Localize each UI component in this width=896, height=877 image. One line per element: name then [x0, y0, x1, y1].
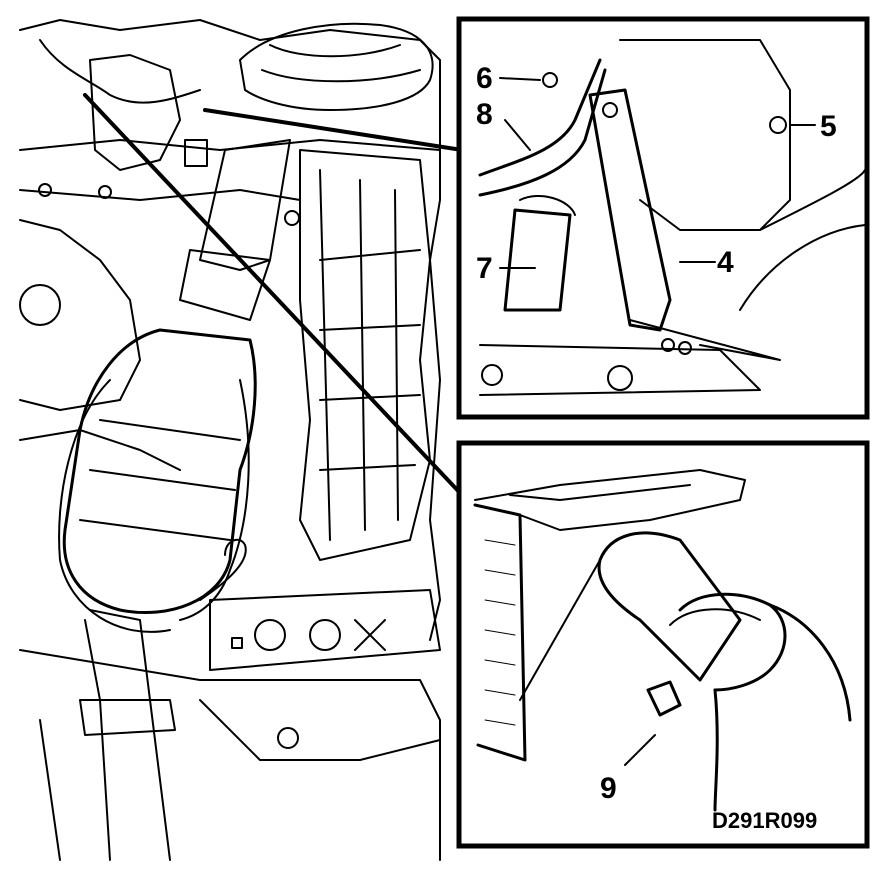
left-housing-inner [19, 429, 181, 471]
base-bolt-4 [678, 341, 692, 355]
inset-bottom-frame-top [474, 469, 746, 531]
callout-6: 6 [476, 62, 493, 95]
pipe-clamp [79, 699, 176, 736]
bracket-foot [629, 319, 781, 361]
bolt-2 [98, 185, 112, 199]
inset-top-bell [759, 169, 866, 231]
gearbox-rib-h2 [319, 324, 421, 331]
crossmember-cross [354, 619, 386, 651]
downpipe-flange [179, 249, 271, 321]
bracket-hole [602, 102, 618, 118]
leader-8 [504, 119, 531, 151]
hose-clamp [678, 592, 787, 692]
callout-4: 4 [717, 246, 734, 279]
callout-8: 8 [476, 98, 493, 131]
crossmember-hole-1 [254, 619, 286, 651]
inset-top-bolt-5 [769, 116, 787, 134]
inset-top-base [479, 344, 761, 396]
callout-9: 9 [600, 772, 617, 805]
sensor-bracket [89, 54, 181, 171]
hose-seven [503, 208, 572, 312]
inset-top-bell-2 [739, 224, 866, 311]
hose-seven-clamp [519, 195, 576, 216]
lower-panel-2 [199, 699, 441, 761]
bolt-3 [284, 210, 300, 226]
hose-clamp-inner [669, 608, 761, 626]
converter-band-3 [79, 519, 231, 541]
leader-9 [624, 734, 656, 766]
main-engine-view [19, 19, 441, 861]
callout-5: 5 [820, 110, 837, 143]
base-bolt-3 [661, 338, 675, 352]
plate-ribs [484, 539, 516, 726]
figure-code: D291R099 [712, 808, 817, 833]
exhaust-downpipe [199, 139, 291, 271]
pipe-six [478, 58, 602, 177]
callout-7: 7 [476, 252, 493, 285]
intake-hose [239, 22, 434, 111]
catalytic-converter [62, 328, 257, 615]
gearbox-rib-b [359, 179, 366, 531]
sensor-plug [184, 139, 208, 167]
flex-hose-lower [713, 688, 719, 812]
frame-diagonal [519, 559, 601, 701]
base-bolt-1 [481, 364, 503, 386]
leader-line-top-inset-2 [83, 93, 464, 497]
intake-hose-rib [269, 44, 401, 58]
inset-bottom-frame-inner [509, 484, 691, 501]
bolt-1 [38, 183, 52, 197]
engine-block-ledge-2 [19, 189, 301, 201]
sensor-cable [199, 538, 247, 601]
inset-top-housing [619, 39, 791, 231]
housing-port [19, 284, 61, 326]
inset-bottom: 9 D291R099 [456, 440, 870, 849]
gearbox-rib-h1 [319, 249, 421, 261]
crossmember-slot [231, 637, 243, 649]
inset-bottom-plate [473, 503, 527, 762]
flex-hose [768, 603, 852, 722]
exhaust-pipe [89, 609, 171, 861]
engine-block-upper [19, 19, 441, 641]
leader-6 [499, 77, 541, 81]
gearbox-rib-a [319, 169, 331, 541]
exhaust-pipe-left [84, 619, 111, 861]
lower-floor [39, 719, 61, 861]
pipe-eight [478, 68, 607, 197]
converter-band-1 [99, 419, 241, 441]
support-bracket [588, 88, 672, 332]
left-housing [19, 219, 141, 411]
heat-shield [58, 379, 171, 633]
crossmember [209, 589, 441, 671]
heat-shield-right [179, 379, 250, 621]
engine-block-ledge [19, 139, 441, 151]
clamp-screw [646, 680, 682, 717]
crossmember-hole-2 [309, 619, 341, 651]
lower-panel [19, 649, 441, 861]
gearbox-housing [299, 149, 431, 561]
inset-pipe [597, 531, 742, 682]
intake-hose-rib-2 [261, 69, 421, 83]
base-bolt-2 [607, 365, 633, 391]
inset-leaders [83, 93, 464, 497]
pipe-bolt [542, 72, 558, 88]
gearbox-rib-h4 [319, 464, 416, 471]
sensor-wire [39, 39, 201, 104]
converter-band-2 [89, 469, 236, 491]
leader-line-top-inset [203, 108, 464, 152]
lower-bolt [277, 727, 299, 749]
inset-top: 6 8 7 4 5 [456, 16, 870, 420]
gearbox-rib-c [394, 189, 399, 521]
